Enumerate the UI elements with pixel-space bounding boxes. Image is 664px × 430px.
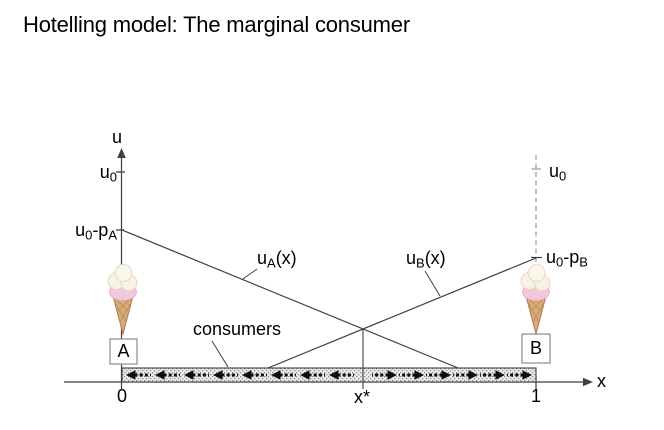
x-axis-arrow-icon — [583, 377, 593, 387]
u-axis-arrow-icon — [117, 148, 126, 158]
consumers-callout — [211, 340, 229, 368]
x-tick-xstar: x* — [353, 387, 370, 407]
ub-curve-label: uB(x) — [406, 248, 446, 271]
page-title: Hotelling model: The marginal consumer — [23, 12, 410, 37]
ub-line — [267, 257, 537, 369]
u0-minus-pb-label: u0-pB — [546, 247, 588, 270]
ua-line — [121, 229, 459, 369]
firm-b-label: B — [529, 338, 542, 358]
consumers-label: consumers — [193, 319, 282, 339]
ice-cream-icon-a — [107, 264, 138, 335]
x-tick-one: 1 — [530, 386, 541, 406]
firm-a-label: A — [117, 341, 130, 361]
ua-label-callout — [242, 268, 258, 280]
u0-left-label: u0 — [99, 162, 117, 185]
ub-label-callout — [424, 270, 441, 297]
x-axis-label: x — [597, 371, 606, 391]
u0-right-label: u0 — [549, 161, 567, 184]
firm-b-box — [521, 333, 551, 364]
u-axis-label: u — [112, 127, 123, 147]
firm-a-box — [109, 338, 138, 365]
x-tick-zero: 0 — [116, 386, 127, 406]
u0-minus-pa-label: u0-pA — [75, 220, 117, 243]
ua-curve-label: uA(x) — [257, 248, 297, 271]
ice-cream-icon-b — [520, 264, 551, 335]
